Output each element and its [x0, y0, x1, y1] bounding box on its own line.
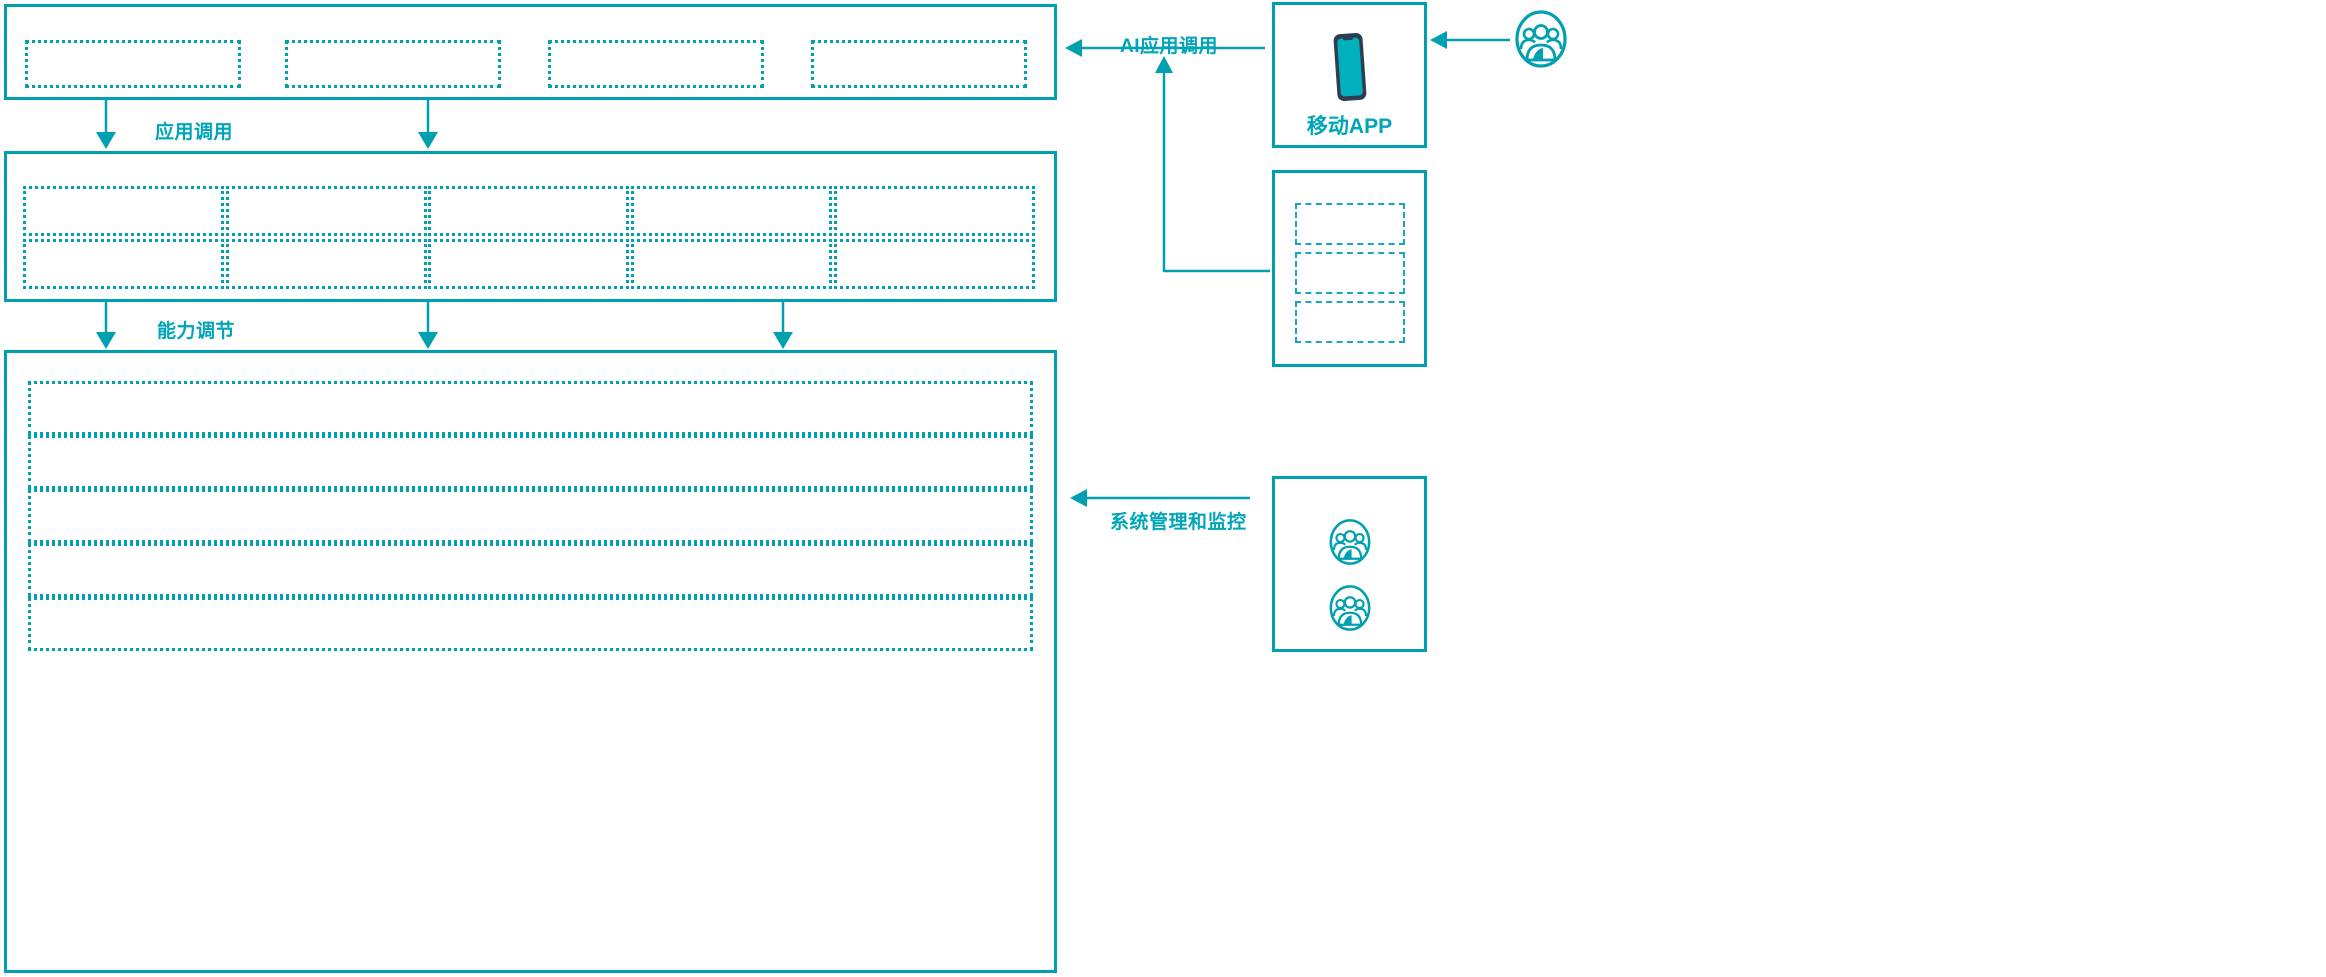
- app-slot-1[interactable]: [25, 40, 241, 88]
- terminal-slot-1[interactable]: [1295, 203, 1405, 245]
- capability-layer-panel[interactable]: [4, 151, 1057, 302]
- cap-slot-r1c3[interactable]: [428, 186, 629, 236]
- terminal-slot-3[interactable]: [1295, 301, 1405, 343]
- app-slot-3[interactable]: [548, 40, 764, 88]
- external-user-to-mobile-arrow: [1430, 31, 1510, 49]
- operator-icon-1[interactable]: [1327, 518, 1373, 566]
- flow-app-invoke-label: 应用调用: [155, 122, 234, 143]
- cap-slot-r1c5[interactable]: [834, 186, 1035, 236]
- cap-slot-r2c1[interactable]: [23, 239, 224, 289]
- flow-system-manage-monitor-label: 系统管理和监控: [1110, 512, 1247, 533]
- flow-app-invoke-arrow-right: [418, 100, 438, 149]
- user-group-icon: [1329, 585, 1371, 631]
- app-slot-2[interactable]: [285, 40, 501, 88]
- app-slot-4[interactable]: [811, 40, 1027, 88]
- flow-capability-adjust-arrow-1: [96, 300, 116, 349]
- flow-capability-adjust-arrow-2: [418, 300, 438, 349]
- plat-bar-4[interactable]: [28, 543, 1033, 597]
- terminal-list-panel[interactable]: [1272, 170, 1427, 367]
- flow-system-manage-monitor-arrow: [1070, 489, 1250, 507]
- cap-slot-r2c3[interactable]: [428, 239, 629, 289]
- flow-ai-app-invoke-label: AI应用调用: [1120, 36, 1219, 57]
- terminal-slot-2[interactable]: [1295, 252, 1405, 294]
- mobile-phone-icon: [1327, 30, 1373, 104]
- platform-layer-panel[interactable]: [4, 350, 1057, 973]
- plat-bar-1[interactable]: [28, 381, 1033, 435]
- cap-slot-r1c4[interactable]: [631, 186, 832, 236]
- mobile-app-panel-label: 移动APP: [1306, 115, 1393, 138]
- flow-ai-app-invoke-arrow: [1065, 39, 1265, 57]
- cap-slot-r1c2[interactable]: [226, 186, 427, 236]
- cap-slot-r2c2[interactable]: [226, 239, 427, 289]
- cap-slot-r2c5[interactable]: [834, 239, 1035, 289]
- user-group-icon: [1515, 10, 1567, 68]
- user-group-icon: [1329, 519, 1371, 565]
- external-user-actor[interactable]: [1513, 9, 1569, 69]
- plat-bar-3[interactable]: [28, 489, 1033, 543]
- application-layer-panel[interactable]: [4, 4, 1057, 100]
- flow-app-invoke-arrow-left: [96, 100, 116, 149]
- flow-ai-app-invoke-riser: [1155, 56, 1270, 273]
- operator-icon-2[interactable]: [1327, 584, 1373, 632]
- flow-capability-adjust-label: 能力调节: [157, 321, 236, 342]
- cap-slot-r1c1[interactable]: [23, 186, 224, 236]
- plat-bar-2[interactable]: [28, 435, 1033, 489]
- flow-capability-adjust-arrow-3: [773, 300, 793, 349]
- plat-bar-5[interactable]: [28, 597, 1033, 651]
- cap-slot-r2c4[interactable]: [631, 239, 832, 289]
